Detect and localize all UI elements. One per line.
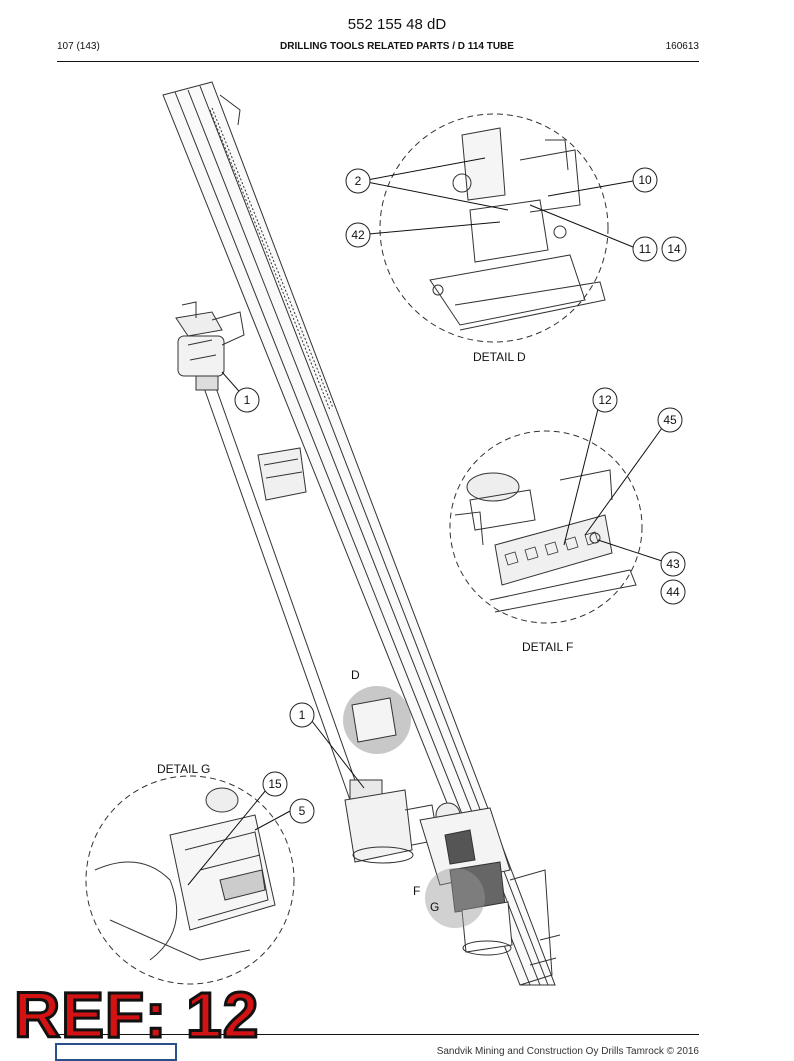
callout-12: 12 [598, 393, 612, 407]
detail-g-view [85, 775, 295, 985]
drill-rod [202, 384, 363, 801]
marker-d: D [351, 668, 360, 682]
callout-43: 43 [666, 557, 680, 571]
upper-rotation-unit [175, 301, 245, 391]
lower-rotation-unit [344, 779, 439, 864]
footer-copyright: Sandvik Mining and Construction Oy Drill… [436, 1046, 699, 1057]
callout-2: 2 [355, 174, 362, 188]
callout-15: 15 [268, 777, 282, 791]
detail-f-label: DETAIL F [522, 640, 573, 654]
section-title: DRILLING TOOLS RELATED PARTS / D 114 TUB… [280, 41, 514, 52]
ref-stamp: REF: 12 [12, 979, 260, 1051]
callout-42: 42 [351, 228, 365, 242]
document-number: 552 155 48 dD [347, 16, 447, 33]
callout-1-upper: 1 [244, 393, 251, 407]
callout-11: 11 [639, 242, 652, 256]
detail-g-label: DETAIL G [157, 762, 210, 776]
callout-10: 10 [638, 173, 652, 187]
feed-beam [162, 81, 556, 986]
detail-f-view [449, 430, 643, 624]
detail-d-view [379, 113, 609, 343]
marker-g: G [430, 900, 439, 914]
callout-5: 5 [299, 804, 306, 818]
callout-45: 45 [663, 413, 677, 427]
document-date: 160613 [665, 41, 699, 52]
detail-g-marker-circle [425, 868, 485, 928]
callout-44: 44 [666, 585, 680, 599]
marker-f: F [413, 884, 420, 898]
callout-14: 14 [667, 242, 681, 256]
page-number: 107 (143) [57, 41, 100, 52]
centralizer [257, 447, 307, 501]
leader-lines [187, 157, 663, 886]
footer-rule [57, 1034, 699, 1035]
callout-circles [234, 167, 687, 824]
callout-1-lower: 1 [299, 708, 306, 722]
detail-d-label: DETAIL D [473, 350, 526, 364]
header-rule [57, 61, 699, 62]
rod-holder-assembly [419, 802, 561, 986]
